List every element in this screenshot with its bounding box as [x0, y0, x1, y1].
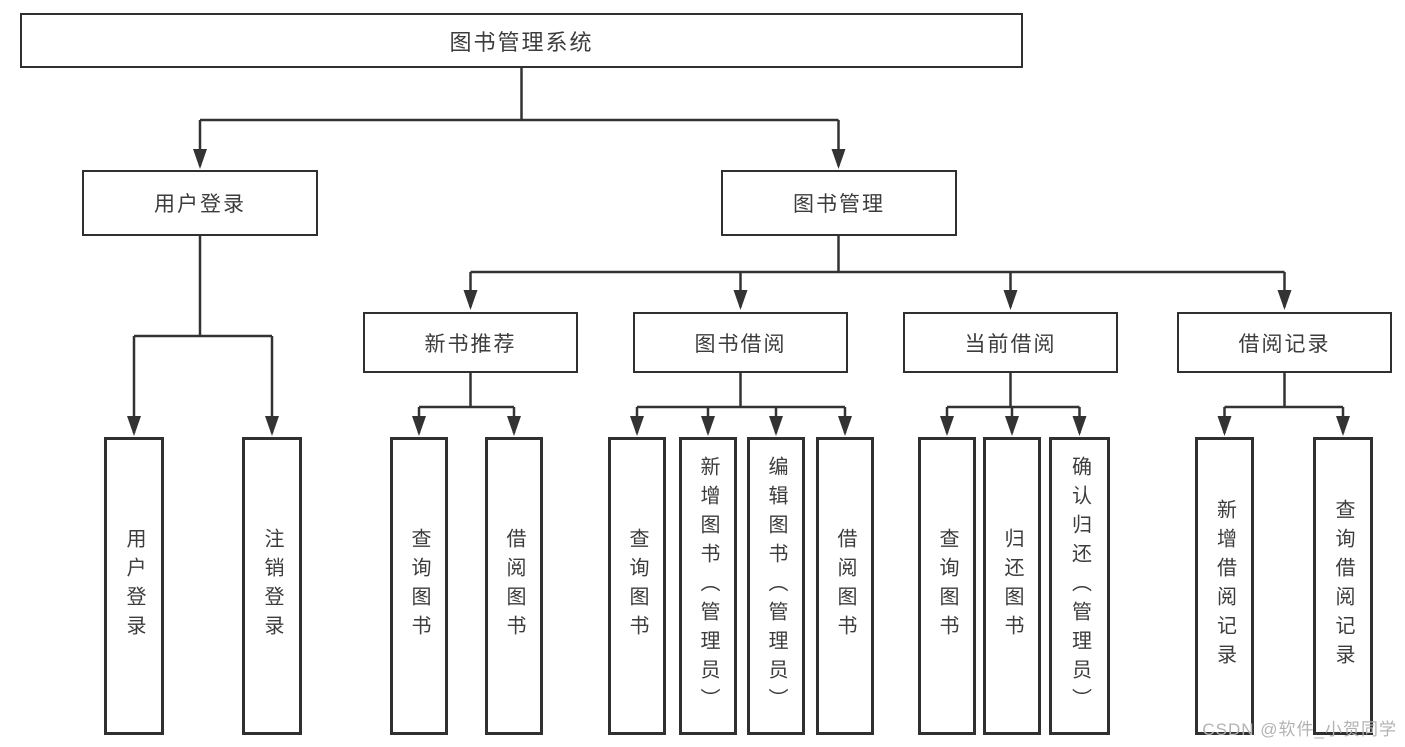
- leaf-query-books-borrow: 查询图书: [608, 437, 666, 735]
- node-label: 当前借阅: [964, 332, 1057, 356]
- node-label: 查询图书: [408, 528, 430, 644]
- node-label: 归还图书: [1001, 528, 1023, 644]
- node-book-management: 图书管理: [721, 170, 957, 236]
- node-borrowing-records: 借阅记录: [1177, 312, 1392, 373]
- node-label: 图书管理: [793, 193, 885, 216]
- node-label: 查询图书: [626, 528, 648, 644]
- node-label: 借阅图书: [834, 528, 856, 644]
- leaf-add-book-admin: 新增图书（管理员）: [679, 437, 737, 735]
- node-label: 查询图书: [936, 528, 958, 644]
- leaf-return-books: 归还图书: [983, 437, 1041, 735]
- node-current-borrowing: 当前借阅: [903, 312, 1118, 373]
- leaf-logout: 注销登录: [242, 437, 302, 735]
- leaf-edit-book-admin: 编辑图书（管理员）: [747, 437, 805, 735]
- node-label: 注销登录: [261, 528, 283, 644]
- node-new-book-recommend: 新书推荐: [363, 312, 578, 373]
- watermark: CSDN @软件_小贺同学: [1202, 720, 1397, 739]
- node-library-management-system: 图书管理系统: [20, 13, 1023, 68]
- leaf-borrow-books-recommend: 借阅图书: [485, 437, 543, 735]
- node-label: 借阅记录: [1238, 332, 1331, 356]
- node-label: 新增图书（管理员）: [697, 455, 719, 717]
- leaf-query-borrow-record: 查询借阅记录: [1313, 437, 1373, 735]
- node-label: 编辑图书（管理员）: [765, 455, 787, 717]
- leaf-query-books-recommend: 查询图书: [390, 437, 448, 735]
- node-label: 图书借阅: [694, 332, 787, 356]
- node-label: 新书推荐: [424, 332, 517, 356]
- node-label: 图书管理系统: [449, 29, 594, 55]
- leaf-confirm-return-admin: 确认归还（管理员）: [1049, 437, 1110, 735]
- node-user-login: 用户登录: [82, 170, 318, 236]
- node-label: 用户登录: [154, 193, 246, 216]
- leaf-user-login: 用户登录: [104, 437, 164, 735]
- leaf-query-books-current: 查询图书: [918, 437, 976, 735]
- leaf-borrow-books: 借阅图书: [816, 437, 874, 735]
- node-label: 确认归还（管理员）: [1068, 455, 1091, 717]
- node-label: 新增借阅记录: [1213, 499, 1236, 673]
- leaf-add-borrow-record: 新增借阅记录: [1195, 437, 1254, 735]
- node-label: 用户登录: [123, 528, 145, 644]
- node-book-borrowing: 图书借阅: [633, 312, 848, 373]
- node-label: 查询借阅记录: [1332, 499, 1354, 673]
- node-label: 借阅图书: [503, 528, 525, 644]
